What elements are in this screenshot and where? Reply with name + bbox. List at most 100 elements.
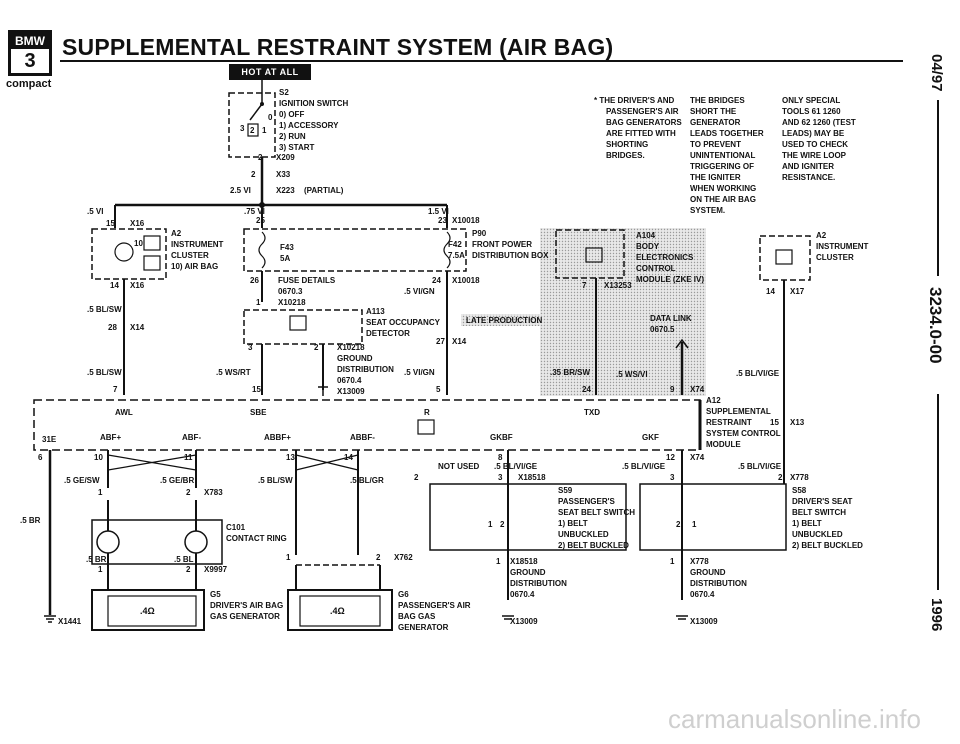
switch-conn-x33: X33 <box>276 170 291 179</box>
lcluster-wire2: .5 BL/SW <box>87 305 122 314</box>
mod-conn12: X74 <box>690 453 705 462</box>
gm-line-1: BODY <box>636 242 660 251</box>
bmw-badge: BMW 3 <box>8 30 52 76</box>
note-3-line-7: AND IGNITER <box>782 162 834 171</box>
l-pin2: 2 <box>186 488 191 497</box>
badge-series: 3 <box>24 50 36 72</box>
switch-line-2: 0) OFF <box>279 110 304 119</box>
w-blvige3: .5 BL/VI/GE <box>738 462 782 471</box>
switch-pos-2: 2 <box>250 126 255 135</box>
term-txd: TXD <box>584 408 600 417</box>
fuse-pin26: 26 <box>250 276 259 285</box>
lcluster-conn: X16 <box>130 219 145 228</box>
fuse-p90: P90 <box>472 229 487 238</box>
s58-line-5: 2) BELT BUCKLED <box>792 541 863 550</box>
module-line-2: RESTRAINT <box>706 418 752 427</box>
switch-line-4: 2) RUN <box>279 132 306 141</box>
fuse-conn1: X10218 <box>278 298 306 307</box>
l-pin1b: 1 <box>98 565 103 574</box>
mod-p12: 12 <box>666 453 675 462</box>
mod-p10: 10 <box>94 453 103 462</box>
note-2-line-11: SYSTEM. <box>690 206 725 215</box>
detector-id: A113 <box>366 307 385 316</box>
g5-line-2: GAS GENERATOR <box>210 612 280 621</box>
srs-control-module: .5 WS/VI 9 X74 A12 SUPPLEMENTAL RESTRAIN… <box>33 370 805 462</box>
gnd-r-line-3: 0670.4 <box>690 590 715 599</box>
note-2-line-9: WHEN WORKING <box>690 184 756 193</box>
detector-pin15: 15 <box>252 385 261 394</box>
gnd-mid-conn: X18518 <box>510 557 538 566</box>
lcluster-pin7: 7 <box>113 385 118 394</box>
note-2-line-7: TRIGGERING OF <box>690 162 754 171</box>
w-5br: .5 BR <box>20 516 41 525</box>
header: BMW 3 SUPPLEMENTAL RESTRAINT SYSTEM (AIR… <box>0 0 960 93</box>
mod-p8: 8 <box>498 453 503 462</box>
detector-gnd-1: GROUND <box>337 354 373 363</box>
module-id: A12 <box>706 396 721 405</box>
w-blgr: .5 BL/GR <box>350 476 384 485</box>
lcluster-conn28: X14 <box>130 323 145 332</box>
l-pin2b: 2 <box>186 565 191 574</box>
note-col-2: THE BRIDGES SHORT THE GENERATOR LEADS TO… <box>690 96 764 215</box>
module-wire-ws: .5 WS/VI <box>616 370 648 379</box>
fuse-pin25: 25 <box>256 216 265 225</box>
term-gkbf: GKBF <box>490 433 513 442</box>
lcluster-conn14: X16 <box>130 281 145 290</box>
s59-id: S59 <box>558 486 573 495</box>
note-col-1: * THE DRIVER'S AND PASSENGER'S AIR BAG G… <box>594 96 682 160</box>
gnd-left: X1441 <box>58 617 82 626</box>
g6-line-3: GENERATOR <box>398 623 449 632</box>
l-pin2n: 2 <box>414 473 419 482</box>
w-gebr: .5 GE/BR <box>160 476 194 485</box>
c101: C101 <box>226 523 246 532</box>
l-conn18518: X18518 <box>518 473 546 482</box>
gnd-r-line-1: GROUND <box>690 568 726 577</box>
rcluster-pin14: 14 <box>766 287 775 296</box>
gm-conn: X13253 <box>604 281 632 290</box>
mod-p11: 11 <box>184 453 193 462</box>
note-3-line-1: ONLY SPECIAL <box>782 96 840 105</box>
g6-ohm: .4Ω <box>330 606 345 616</box>
module-line-1: SUPPLEMENTAL <box>706 407 771 416</box>
w-blvige2: .5 BL/VI/GE <box>622 462 666 471</box>
s59-p2: 2 <box>500 520 505 529</box>
g6-line-2: BAG GAS <box>398 612 436 621</box>
gnd-r-pin: 1 <box>670 557 675 566</box>
right-instrument-cluster: A2 INSTRUMENT CLUSTER 14 X17 .5 BL/VI/GE <box>736 231 869 420</box>
detector-gnd-2: DISTRIBUTION <box>337 365 394 374</box>
note-2-line-4: LEADS TOGETHER <box>690 129 764 138</box>
switch-conn-x223: X223 <box>276 186 295 195</box>
gm-line-2: ELECTRONICS <box>636 253 694 262</box>
note-1-line-4: ARE FITTED WITH <box>606 129 676 138</box>
note-col-3: ONLY SPECIAL TOOLS 61 1260 AND 62 1260 (… <box>782 96 856 182</box>
note-3-line-4: LEADS) MAY BE <box>782 129 845 138</box>
hot-at-all-times-label: HOT AT ALL TIMES <box>229 64 311 93</box>
lcluster-wire3: .5 BL/SW <box>87 368 122 377</box>
gm-wire: .35 BR/SW <box>550 368 590 377</box>
term-abbfp: ABBF+ <box>264 433 291 442</box>
w-blsw: .5 BL/SW <box>258 476 293 485</box>
term-abbfm: ABBF- <box>350 433 375 442</box>
s59-line-5: 2) BELT BUCKLED <box>558 541 629 550</box>
l-conn783: X783 <box>204 488 223 497</box>
seat-occupancy-detector: A113 SEAT OCCUPANCY DETECTOR 3 2 X10218 … <box>216 307 467 396</box>
fuse-pin23: 23 <box>438 216 447 225</box>
data-link-page: 0670.5 <box>650 325 675 334</box>
lcluster-line-2: CLUSTER <box>171 251 209 260</box>
detector-pin5: 5 <box>436 385 441 394</box>
w-5br2: .5 BR <box>86 555 107 564</box>
data-link: DATA LINK <box>650 314 692 323</box>
late-production-label-bg <box>461 314 541 326</box>
l-pin2c: 2 <box>376 553 381 562</box>
term-sbe: SBE <box>250 408 267 417</box>
lcluster-pin15: 15 <box>106 219 115 228</box>
switch-partial: (PARTIAL) <box>304 186 344 195</box>
s59-line-1: PASSENGER'S <box>558 497 616 506</box>
gm-line-3: CONTROL <box>636 264 676 273</box>
s58-line-4: UNBUCKLED <box>792 530 843 539</box>
rcluster-conn: X17 <box>790 287 805 296</box>
note-1-line-3: BAG GENERATORS <box>606 118 682 127</box>
note-1-line-1: * THE DRIVER'S AND <box>594 96 675 105</box>
gnd-r-line-2: DISTRIBUTION <box>690 579 747 588</box>
